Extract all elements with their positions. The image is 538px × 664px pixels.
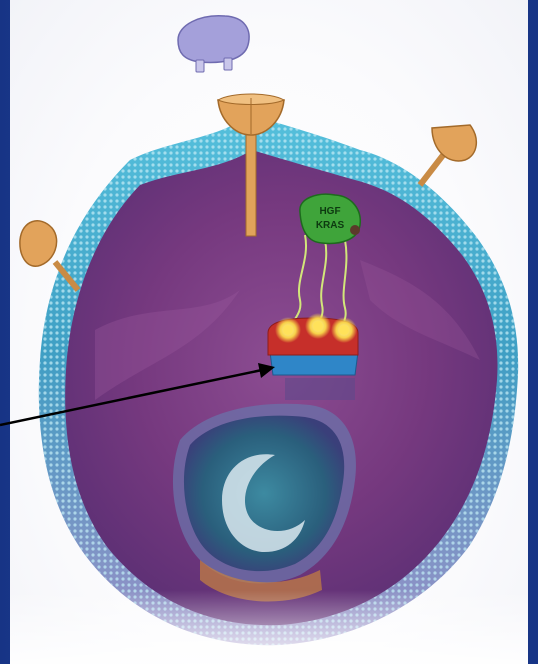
ras-label-line-2: KRAS: [316, 220, 345, 231]
ligand-icon: [178, 16, 249, 72]
ras-protein-icon: HGF KRAS: [300, 194, 360, 243]
ras-label-line-1: HGF: [319, 206, 340, 217]
bottom-fade: [10, 590, 528, 664]
receptor-icon: [420, 125, 476, 185]
